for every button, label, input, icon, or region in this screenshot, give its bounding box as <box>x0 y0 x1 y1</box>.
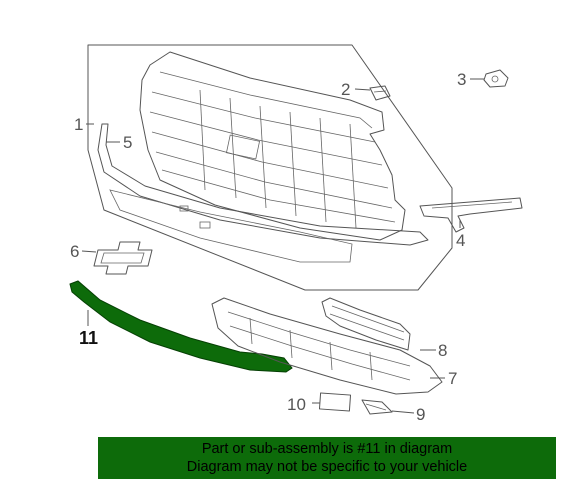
callout-7: 7 <box>448 369 457 388</box>
emblem-part[interactable] <box>93 241 153 275</box>
callout-2: 2 <box>341 80 350 99</box>
leader-2 <box>354 88 371 91</box>
cover-plate-part[interactable] <box>318 392 352 412</box>
callout-5: 5 <box>123 133 132 152</box>
lower-molding-bar[interactable] <box>97 123 429 263</box>
leader-6 <box>81 250 97 253</box>
bracket-clip-part[interactable] <box>483 69 509 88</box>
leader-9 <box>391 410 415 414</box>
callout-1: 1 <box>74 115 83 134</box>
trim-piece-part[interactable] <box>361 399 393 415</box>
callout-6: 6 <box>70 242 79 261</box>
caption-banner: Part or sub-assembly is #11 in diagram D… <box>98 437 556 479</box>
grille-insert-part[interactable] <box>321 297 411 351</box>
callout-8: 8 <box>438 341 447 360</box>
assembly-outline <box>87 44 453 291</box>
lower-deflector-part-highlighted[interactable] <box>69 280 293 373</box>
parts-diagram: 1 2 3 4 5 6 7 8 9 10 11 <box>69 44 523 424</box>
callout-11: 11 <box>79 328 98 348</box>
callout-4: 4 <box>456 231 465 250</box>
caption-line-1: Part or sub-assembly is #11 in diagram <box>201 441 453 457</box>
caption-line-2: Diagram may not be specific to your vehi… <box>186 459 468 475</box>
callout-3: 3 <box>457 70 466 89</box>
callout-10: 10 <box>287 395 306 414</box>
side-bracket-part[interactable] <box>419 197 523 233</box>
grille-assembly[interactable] <box>139 51 406 241</box>
lower-grille-part[interactable] <box>211 297 443 395</box>
clip-part[interactable] <box>369 85 391 101</box>
callout-9: 9 <box>416 405 425 424</box>
